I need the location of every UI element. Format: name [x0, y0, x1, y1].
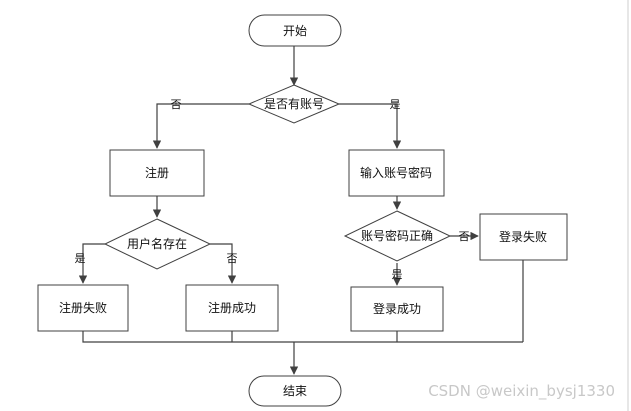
label-no-username: 否: [227, 252, 238, 265]
label-no-has-account: 否: [171, 98, 182, 111]
node-register-label: 注册: [145, 165, 169, 180]
edge-yes-to-register-fail: [78, 243, 105, 284]
node-input-account-label: 输入账号密码: [360, 165, 432, 180]
process-register-success-shape: [185, 284, 279, 332]
decision-account-correct-shape: [343, 210, 452, 262]
node-register-fail: 注册失败: [37, 284, 129, 332]
node-register: 注册: [109, 149, 205, 197]
terminator-start-shape: [248, 14, 342, 47]
watermark-text: CSDN @weixin_bysj1330: [428, 382, 615, 401]
edge-collector: [82, 331, 523, 343]
node-username-exists: 用户名存在: [103, 218, 212, 270]
node-account-correct: 账号密码正确: [343, 210, 452, 262]
edge-no-to-register-success: [210, 243, 237, 284]
node-input-account: 输入账号密码: [348, 149, 445, 197]
label-no-correct: 否: [459, 230, 470, 243]
node-login-fail: 登录失败: [479, 213, 568, 261]
label-yes-correct: 是: [392, 268, 403, 281]
label-yes-username: 是: [75, 252, 86, 265]
node-username-exists-label: 用户名存在: [127, 236, 187, 251]
label-yes-has-account: 是: [390, 98, 401, 111]
connectors: [78, 46, 524, 375]
process-register-shape: [109, 149, 205, 197]
node-register-success: 注册成功: [185, 284, 279, 332]
decision-username-exists-shape: [103, 218, 212, 270]
edge-no-to-register: [152, 103, 249, 149]
node-end: 结束: [248, 375, 342, 407]
terminator-end-shape: [248, 375, 342, 407]
node-has-account-label: 是否有账号: [264, 97, 324, 111]
edge-yes-to-input: [339, 103, 402, 149]
process-login-success-shape: [350, 286, 444, 332]
node-has-account: 是否有账号: [247, 84, 341, 124]
process-input-account-shape: [348, 149, 445, 197]
node-register-success-label: 注册成功: [208, 300, 256, 315]
process-login-fail-shape: [479, 213, 568, 261]
node-account-correct-label: 账号密码正确: [361, 228, 433, 243]
node-start-label: 开始: [283, 24, 307, 38]
node-login-fail-label: 登录失败: [499, 229, 547, 244]
process-register-fail-shape: [37, 284, 129, 332]
decision-has-account-shape: [247, 84, 341, 124]
node-end-label: 结束: [283, 384, 307, 398]
node-login-success: 登录成功: [350, 286, 444, 332]
node-register-fail-label: 注册失败: [59, 300, 107, 315]
node-login-success-label: 登录成功: [373, 301, 421, 316]
node-start: 开始: [248, 14, 342, 47]
